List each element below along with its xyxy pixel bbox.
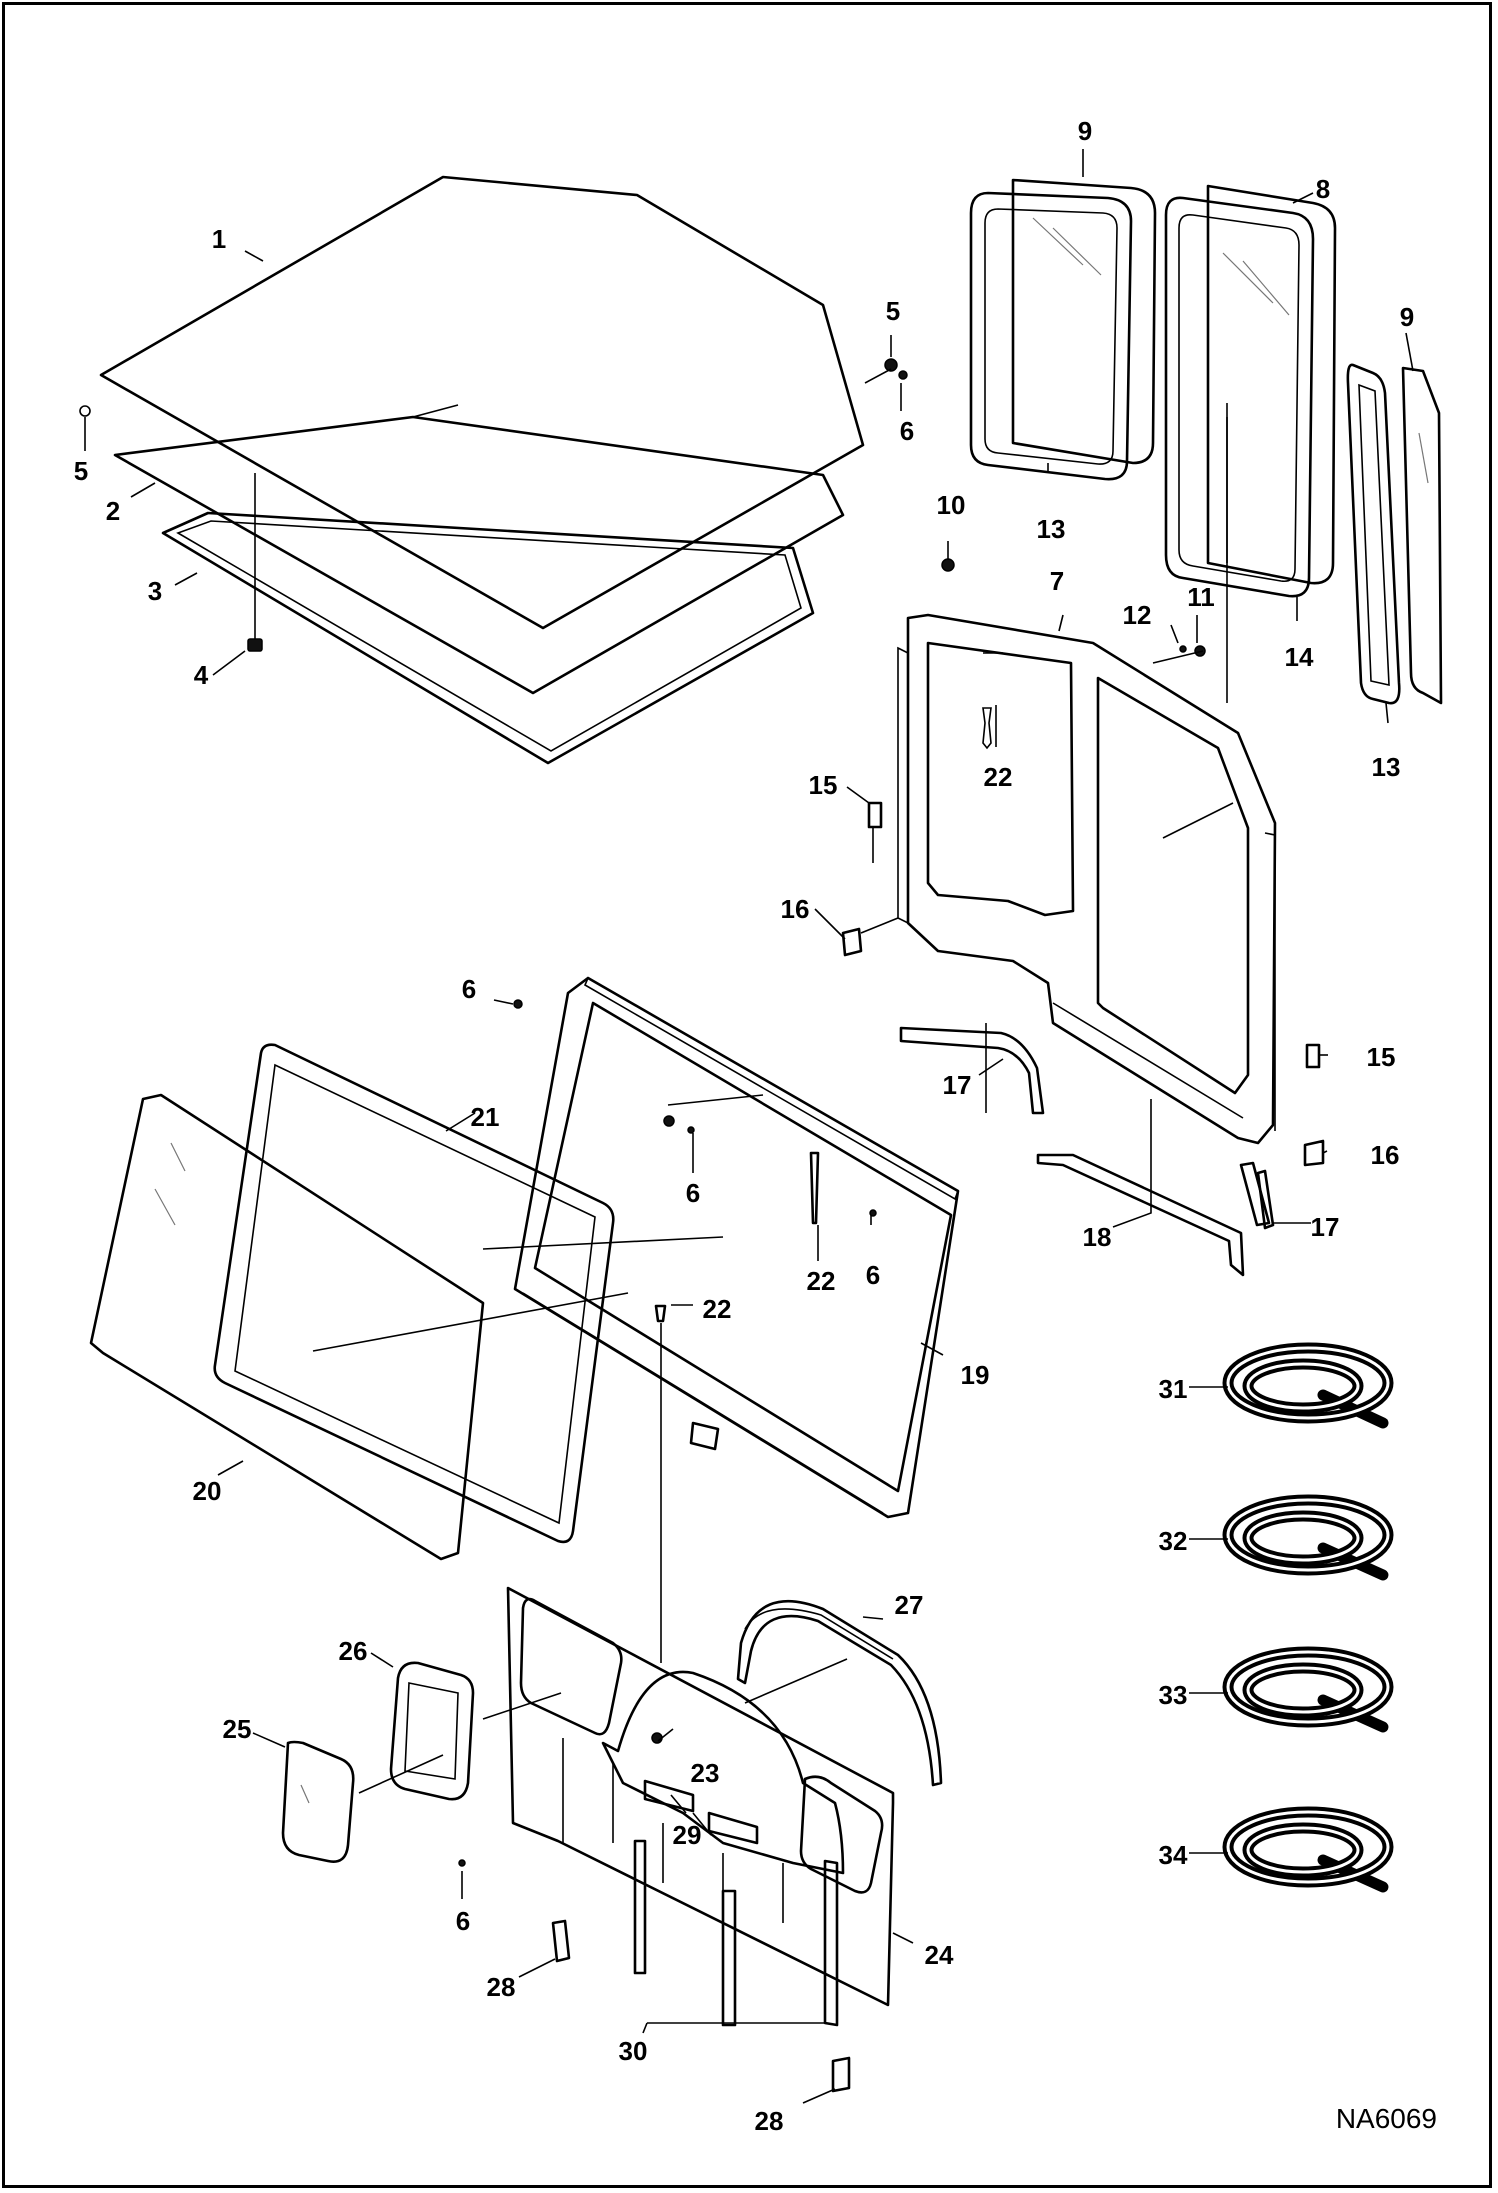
callout-12: 12 bbox=[1122, 600, 1152, 630]
callout-17-right: 17 bbox=[1310, 1212, 1340, 1242]
callout-5-right: 5 bbox=[885, 296, 901, 326]
callout-18: 18 bbox=[1082, 1222, 1112, 1252]
callout-7: 7 bbox=[1049, 566, 1065, 596]
callout-6-frame-right: 6 bbox=[865, 1260, 881, 1290]
door-frame-part-7 bbox=[897, 613, 1277, 1145]
rear-panel-part-24 bbox=[506, 1586, 895, 2007]
callout-10: 10 bbox=[936, 490, 966, 520]
callout-19: 19 bbox=[960, 1360, 990, 1390]
rear-seal-part-27 bbox=[736, 1599, 943, 1787]
callout-15-left: 15 bbox=[808, 770, 838, 800]
callout-13-right: 13 bbox=[1371, 752, 1401, 782]
callout-4: 4 bbox=[193, 660, 209, 690]
door-window-glass-part-8 bbox=[1206, 184, 1337, 585]
front-window-frame-part-19 bbox=[513, 976, 960, 1519]
callout-26: 26 bbox=[338, 1636, 368, 1666]
roof-hardware-parts-5-6 bbox=[79, 358, 908, 417]
callout-14: 14 bbox=[1284, 642, 1314, 672]
callout-6-roof: 6 bbox=[899, 416, 915, 446]
callout-8: 8 bbox=[1315, 174, 1331, 204]
side-window-glass-part-9-right bbox=[1401, 366, 1443, 705]
callout-22-door: 22 bbox=[983, 762, 1013, 792]
coiled-seal-part-32 bbox=[1222, 1494, 1394, 1581]
door-seal-part-17-left bbox=[899, 1026, 1045, 1115]
callout-9-upper: 9 bbox=[1077, 116, 1093, 146]
roof-window-glass-part-1 bbox=[99, 175, 865, 630]
callout-3: 3 bbox=[147, 576, 163, 606]
callout-33: 33 bbox=[1158, 1680, 1188, 1710]
roof-panel-part-2 bbox=[113, 404, 845, 695]
callout-31: 31 bbox=[1158, 1374, 1188, 1404]
rear-window-glass-part-25 bbox=[281, 1740, 355, 1863]
callout-6-panel: 6 bbox=[455, 1906, 471, 1936]
callout-16-left: 16 bbox=[780, 894, 810, 924]
door-window-seal-part-14 bbox=[1164, 196, 1315, 598]
exploded-parts-diagram bbox=[79, 149, 1443, 2104]
callout-25: 25 bbox=[222, 1714, 252, 1744]
front-window-glass-part-20 bbox=[89, 1093, 485, 1561]
callout-21: 21 bbox=[470, 1102, 500, 1132]
callout-28-left: 28 bbox=[486, 1972, 516, 2002]
callout-32: 32 bbox=[1158, 1526, 1188, 1556]
roof-clip-part-4 bbox=[247, 638, 263, 652]
callout-29: 29 bbox=[672, 1820, 702, 1850]
callout-30: 30 bbox=[618, 2036, 648, 2066]
side-window-seal-part-13-lower bbox=[1346, 363, 1401, 705]
door-threshold-seal-part-18 bbox=[1036, 1153, 1245, 1277]
callout-34: 34 bbox=[1158, 1840, 1188, 1870]
callout-22-frame: 22 bbox=[806, 1266, 836, 1296]
door-window-seal-part-13-upper bbox=[969, 191, 1133, 481]
callout-6-frame-top: 6 bbox=[461, 974, 477, 1004]
rear-panel-hardware-parts-6-23-28-29-30 bbox=[458, 1732, 851, 2093]
callout-1: 1 bbox=[211, 224, 227, 254]
coiled-seal-part-33 bbox=[1222, 1646, 1394, 1733]
front-window-seal-part-21 bbox=[213, 1043, 615, 1544]
callout-23: 23 bbox=[690, 1758, 720, 1788]
callout-13-upper: 13 bbox=[1036, 514, 1066, 544]
door-hardware-parts-10-11-12-15-16 bbox=[841, 558, 1325, 1167]
callout-20: 20 bbox=[192, 1476, 222, 1506]
door-seal-part-17-right bbox=[1239, 1161, 1275, 1230]
callout-22-lower: 22 bbox=[702, 1294, 732, 1324]
callout-24: 24 bbox=[924, 1940, 954, 1970]
rear-window-seal-part-26 bbox=[389, 1661, 475, 1801]
callout-27: 27 bbox=[894, 1590, 924, 1620]
callout-17-left: 17 bbox=[942, 1070, 972, 1100]
drawing-code: NA6069 bbox=[1335, 2103, 1437, 2134]
callout-28-bottom: 28 bbox=[754, 2106, 784, 2136]
callout-15-right: 15 bbox=[1366, 1042, 1396, 1072]
roof-seal-part-3 bbox=[161, 511, 815, 765]
callout-16-right: 16 bbox=[1370, 1140, 1400, 1170]
coiled-seal-part-31 bbox=[1222, 1342, 1394, 1429]
front-window-hardware-parts-6-22 bbox=[513, 999, 877, 1663]
callout-5-left: 5 bbox=[73, 456, 89, 486]
door-window-glass-part-9-upper bbox=[1011, 178, 1157, 465]
callout-2: 2 bbox=[105, 496, 121, 526]
callout-6-frame-mid: 6 bbox=[685, 1178, 701, 1208]
coiled-seal-part-34 bbox=[1222, 1806, 1394, 1893]
callout-leader-lines bbox=[84, 149, 1414, 2104]
callout-11: 11 bbox=[1187, 582, 1215, 612]
callout-9-right: 9 bbox=[1399, 302, 1415, 332]
